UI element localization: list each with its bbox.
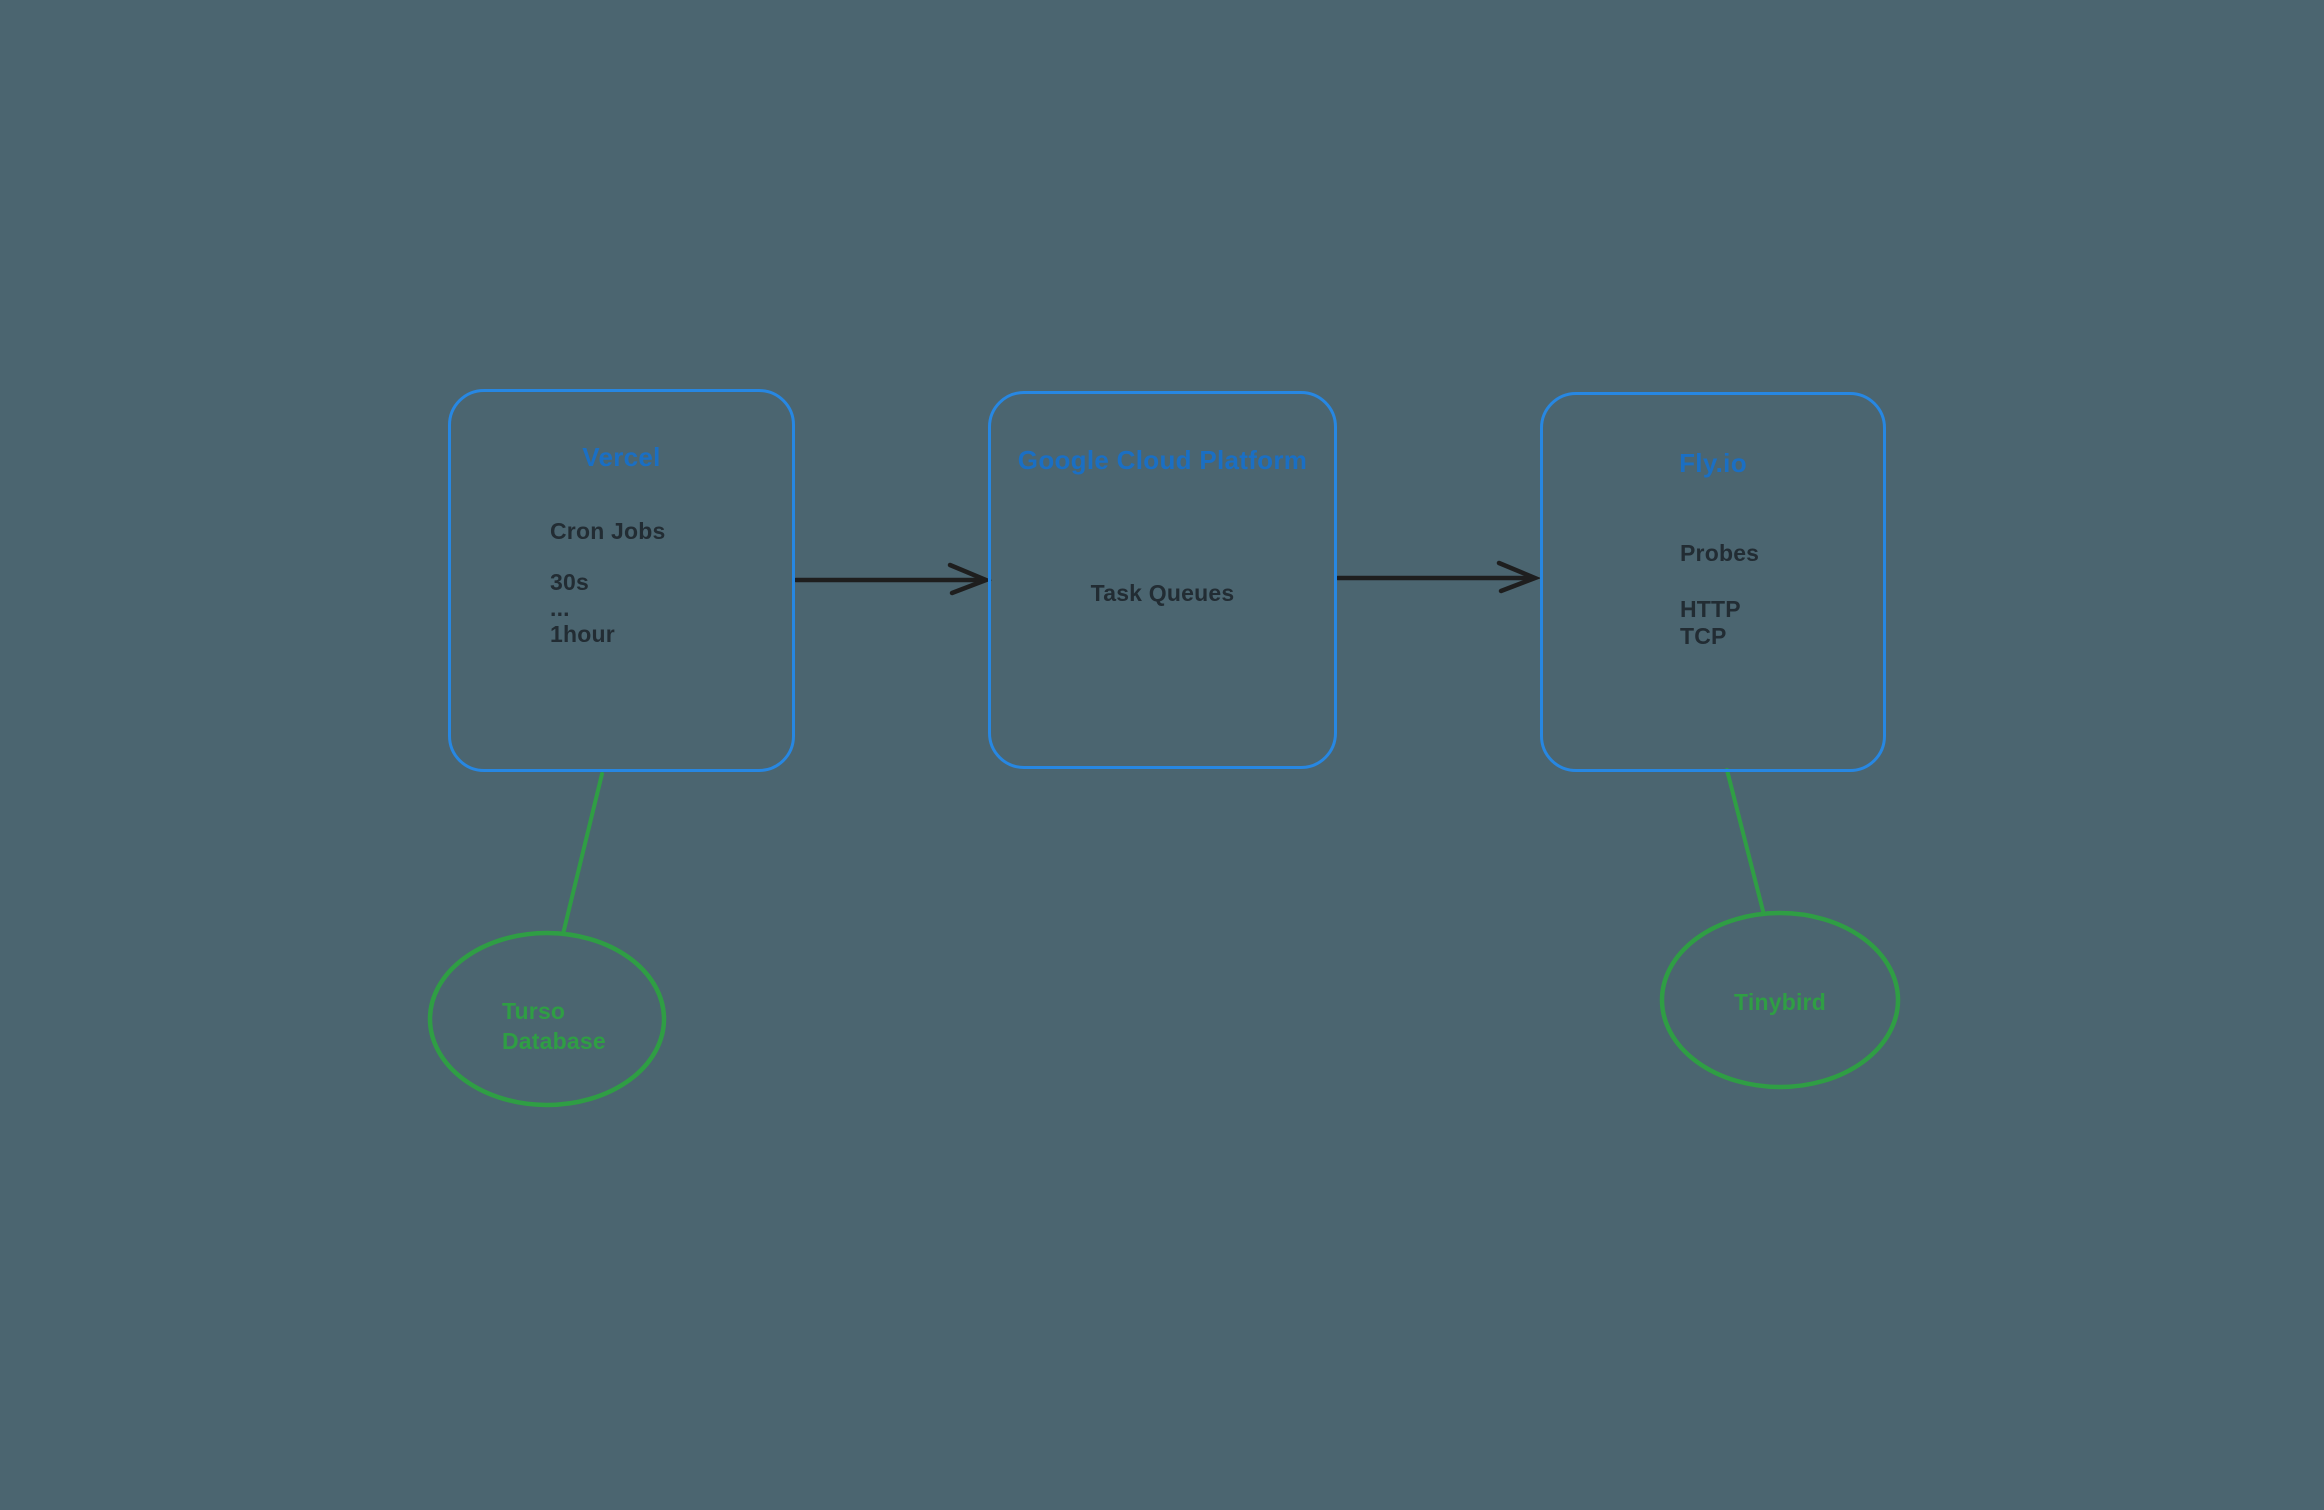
- node-turso-ellipse: [427, 930, 667, 1108]
- gcp-body-text: Task Queues: [1090, 580, 1235, 606]
- arrow-gcp-to-flyio: [1335, 560, 1542, 594]
- turso-label: Turso Database: [502, 998, 606, 1054]
- node-tinybird-ellipse: [1659, 910, 1901, 1090]
- vercel-title: Vercel: [582, 442, 661, 472]
- flyio-title: Fly.io: [1679, 448, 1747, 478]
- node-vercel-box: [448, 389, 795, 772]
- connector-flyio-to-tinybird: [1725, 768, 1765, 913]
- flyio-body-text: HTTP TCP: [1680, 596, 1741, 649]
- node-flyio-box: [1540, 392, 1886, 772]
- vercel-heading: Cron Jobs: [550, 518, 666, 544]
- tinybird-label: Tinybird: [1734, 989, 1826, 1015]
- connector-vercel-to-turso: [561, 772, 604, 936]
- gcp-title: Google Cloud Platform: [1017, 445, 1308, 475]
- arrow-vercel-to-gcp: [793, 562, 993, 596]
- flyio-heading: Probes: [1680, 540, 1760, 566]
- vercel-body-text: 30s ... 1hour: [550, 569, 615, 647]
- node-gcp-box: [988, 391, 1337, 769]
